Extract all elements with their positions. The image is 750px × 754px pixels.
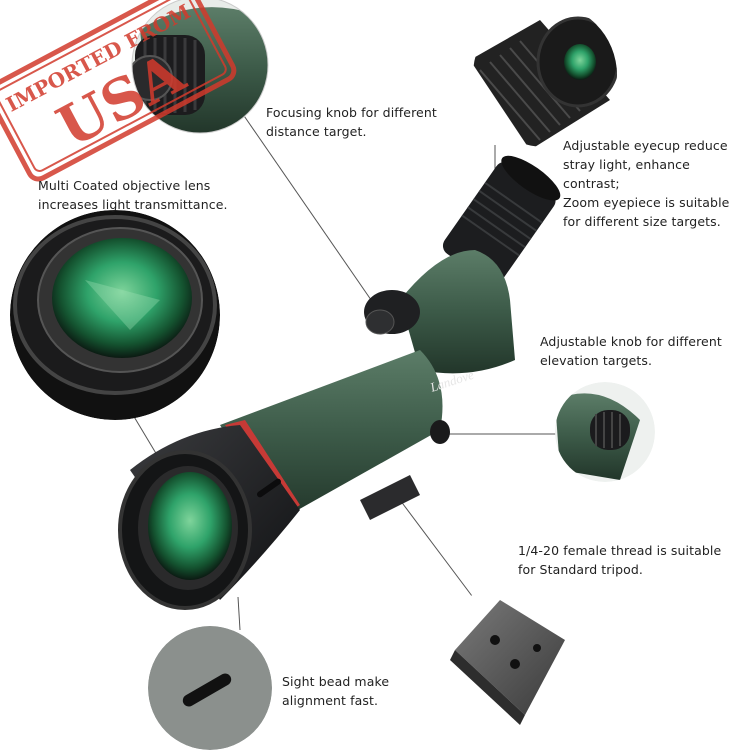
objective-lens-detail <box>10 210 220 420</box>
elevation-knob-detail <box>555 382 655 482</box>
caption-eyecup: Adjustable eyecup reduce stray light, en… <box>563 138 730 229</box>
eyecup-detail <box>473 3 617 147</box>
caption-objective-lens: Multi Coated objective lens increases li… <box>38 178 228 212</box>
caption-focus-knob: Focusing knob for different distance tar… <box>266 105 437 139</box>
caption-tripod-thread: 1/4-20 female thread is suitable for Sta… <box>518 543 722 577</box>
focus-knob-detail <box>132 0 268 133</box>
tripod-plate-detail <box>435 586 579 730</box>
sight-bead-detail <box>148 626 272 750</box>
leader-lines <box>129 109 565 631</box>
caption-elevation-knob: Adjustable knob for different elevation … <box>540 334 722 368</box>
caption-sight-bead: Sight bead make alignment fast. <box>282 674 390 708</box>
spotting-scope: Landove <box>118 155 561 610</box>
